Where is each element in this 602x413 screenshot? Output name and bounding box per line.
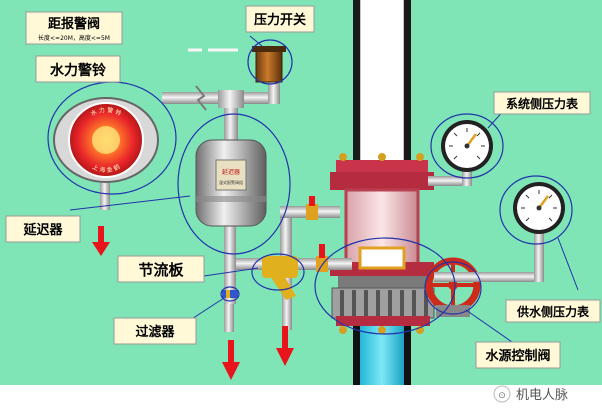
alarm-distance-title: 距报警阀 <box>48 16 100 32</box>
pressure-switch-device <box>252 46 286 83</box>
label-source-valve: 水源控制阀 <box>475 341 561 369</box>
label-delay: 延迟器 <box>5 215 81 243</box>
highlight-ellipses <box>47 39 573 335</box>
alarm-distance-note: 长度<=20M，高度<=5M <box>38 34 110 42</box>
label-filter: 过滤器 <box>113 317 197 345</box>
source-valve-handwheel <box>425 257 481 317</box>
system-pressure-gauge <box>441 120 493 172</box>
filter-label: 过滤器 <box>135 324 175 340</box>
orifice-label: 节流板 <box>138 261 184 279</box>
label-orifice: 节流板 <box>117 255 205 283</box>
label-system-gauge: 系统侧压力表 <box>493 91 591 115</box>
drain-arrows <box>92 226 294 380</box>
alarm-valve-body <box>330 153 435 334</box>
svg-text:水 力 警 铃: 水 力 警 铃 <box>89 106 123 118</box>
label-supply-gauge: 供水侧压力表 <box>505 299 601 323</box>
water-motor-gong: 水 力 警 铃 上 海 金 鹤 <box>53 97 159 183</box>
tank-label-sub: 湿式报警阀组 <box>219 179 243 185</box>
supply-pressure-gauge <box>513 182 565 234</box>
water-bell-label: 水力警铃 <box>50 62 106 79</box>
label-alarm-distance: 距报警阀 长度<=20M，高度<=5M <box>25 11 123 45</box>
label-pressure-switch: 压力开关 <box>245 5 315 33</box>
retarding-chamber-tank: 延迟器 湿式报警阀组 <box>195 139 267 227</box>
system-gauge-label: 系统侧压力表 <box>506 96 579 111</box>
pressure-switch-label: 压力开关 <box>254 12 306 28</box>
bell-face-bottom-text: 上 海 金 鹤 <box>91 163 121 175</box>
watermark-text: 机电人脉 <box>516 388 568 403</box>
label-water-bell: 水力警铃 <box>35 55 121 83</box>
source-valve-label: 水源控制阀 <box>485 348 550 364</box>
tank-label-main: 延迟器 <box>222 168 240 176</box>
watermark: ⊙ 机电人脉 <box>493 385 568 403</box>
bell-face-top-text: 水 力 警 铃 <box>89 106 123 118</box>
trim-piping <box>100 70 544 332</box>
watermark-icon: ⊙ <box>498 391 506 401</box>
supply-gauge-label: 供水侧压力表 <box>516 304 590 319</box>
svg-text:上 海 金 鹤: 上 海 金 鹤 <box>91 163 121 175</box>
delay-label: 延迟器 <box>22 222 63 238</box>
